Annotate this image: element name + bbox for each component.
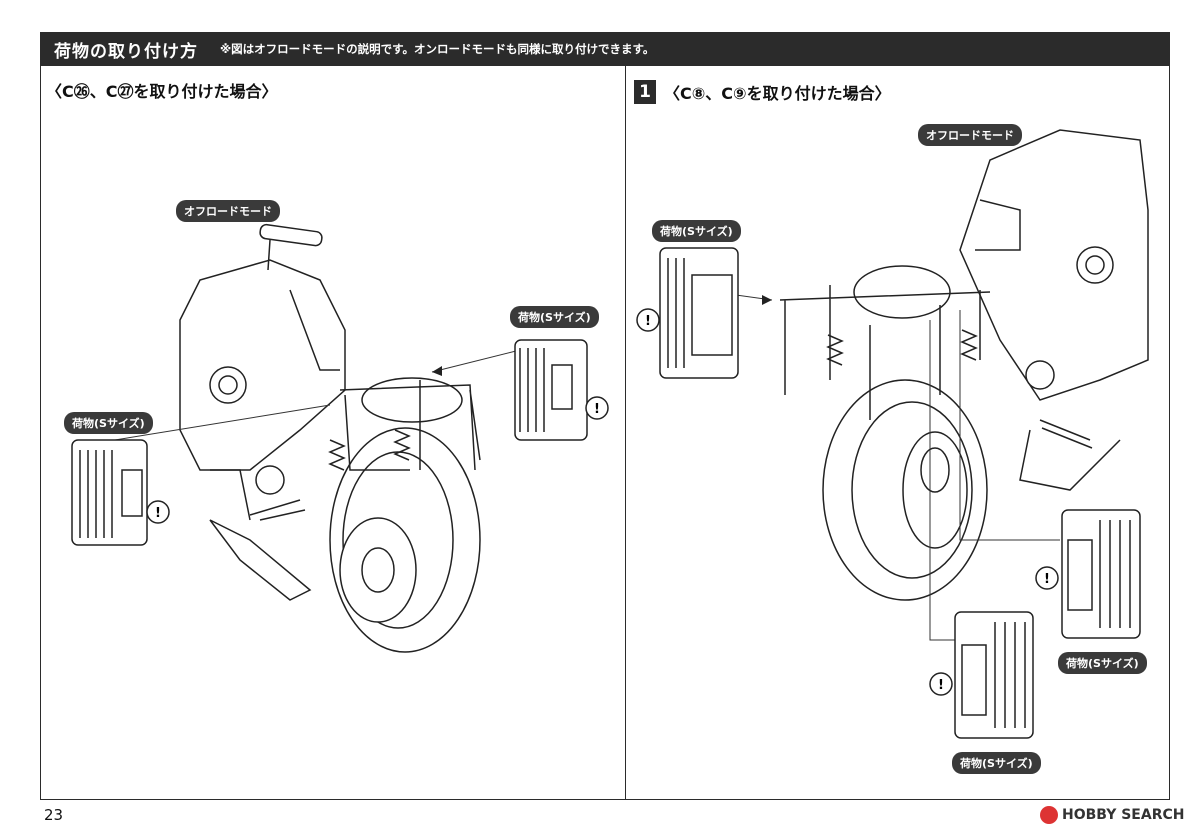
label-cargo-s-size: 荷物(Sサイズ)	[652, 220, 741, 242]
section-header-bar: 荷物の取り付け方 ※図はオフロードモードの説明です。オンロードモードも同様に取り…	[40, 32, 1170, 66]
right-panel	[625, 66, 1170, 800]
attention-icon	[585, 396, 609, 420]
page-number: 23	[44, 806, 64, 824]
svg-text:!: !	[645, 314, 651, 329]
left-section-title: 〈C㉖、C㉗を取り付けた場合〉	[46, 82, 278, 101]
section-title: 荷物の取り付け方	[54, 41, 198, 62]
svg-text:!: !	[1044, 572, 1050, 587]
carrier-frame-right	[779, 285, 991, 420]
step-number-badge: 1	[634, 80, 656, 104]
label-offroad-mode-right: オフロードモード	[918, 124, 1022, 146]
attention-icon	[929, 672, 953, 696]
carrier-frame-left	[339, 380, 481, 471]
label-cargo-s-size: 荷物(Sサイズ)	[952, 752, 1041, 774]
seat-right	[853, 265, 951, 319]
label-offroad-mode-left: オフロードモード	[176, 200, 280, 222]
seat-left	[361, 377, 463, 423]
cargo-box-right-panel-top: !	[636, 247, 739, 379]
attention-icon	[146, 500, 170, 524]
right-section-title: 1 〈C⑧、C⑨を取り付けた場合〉	[634, 80, 891, 104]
attention-icon	[1035, 566, 1059, 590]
cargo-box-right-panel-right: !	[1035, 509, 1141, 639]
svg-text:!: !	[594, 402, 600, 417]
label-cargo-s-size: 荷物(Sサイズ)	[510, 306, 599, 328]
label-cargo-s-size: 荷物(Sサイズ)	[64, 412, 153, 434]
watermark: HOBBY SEARCH	[1040, 806, 1184, 824]
hobby-search-logo-icon	[1040, 806, 1058, 824]
attention-icon	[636, 308, 660, 332]
section-note: ※図はオフロードモードの説明です。オンロードモードも同様に取り付けできます。	[220, 42, 655, 56]
motorcycle-body-right	[959, 129, 1149, 401]
svg-text:!: !	[938, 678, 944, 693]
label-cargo-s-size: 荷物(Sサイズ)	[1058, 652, 1147, 674]
cargo-box-right-panel-bottom: !	[929, 611, 1034, 739]
cargo-box-left-panel-left: !	[71, 439, 170, 546]
svg-text:!: !	[155, 506, 161, 521]
cargo-box-left-panel-right: !	[514, 339, 609, 441]
